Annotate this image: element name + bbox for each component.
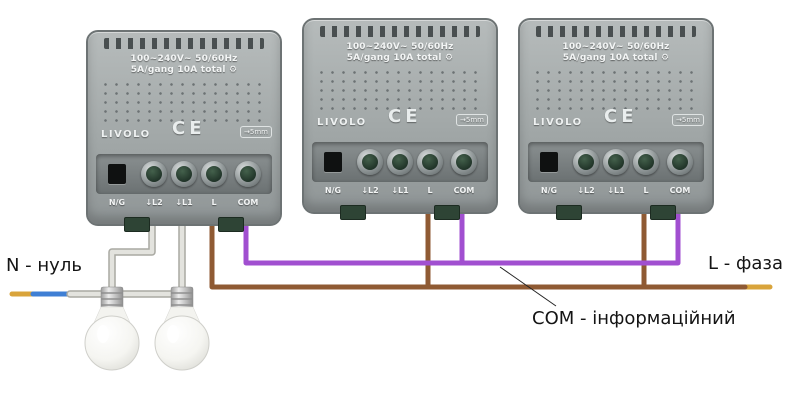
brand-logo: LIVOLO <box>533 117 583 128</box>
ng-slot <box>540 152 558 172</box>
com-label: COM - інформаційний <box>532 308 736 329</box>
phase-wire <box>209 205 748 290</box>
ce-mark: CE <box>172 118 206 139</box>
terminal-screw <box>141 161 167 187</box>
terminal-label: N/G <box>108 198 126 207</box>
mounting-tab <box>650 205 676 220</box>
terminal-label: ↓L1 <box>175 198 193 207</box>
terminal-screw <box>667 149 693 175</box>
terminal-label: ↓L2 <box>145 198 163 207</box>
terminal-screw <box>387 149 413 175</box>
terminal-label: COM <box>669 186 691 195</box>
strip-length-badge: →5mm <box>672 114 704 126</box>
brand-logo: LIVOLO <box>101 129 151 140</box>
terminal-screw <box>417 149 443 175</box>
terminal-labels: N/G ↓L2 ↓L1 L COM <box>96 198 272 212</box>
ng-slot <box>324 152 342 172</box>
terminal-label: ↓L1 <box>391 186 409 195</box>
terminal-label: L <box>427 186 433 195</box>
terminal-label: ↓L2 <box>577 186 595 195</box>
spec-line2: 5A/gang 10A total ⚙ <box>346 53 454 63</box>
spec-line1: 100~240V~ 50/60Hz <box>346 42 454 52</box>
module-spec: 100~240V~ 50/60Hz 5A/gang 10A total ⚙ <box>520 42 712 64</box>
module-spec: 100~240V~ 50/60Hz 5A/gang 10A total ⚙ <box>304 42 496 64</box>
terminal-labels: N/G ↓L2 ↓L1 L COM <box>312 186 488 200</box>
terminal-block <box>96 154 272 194</box>
terminal-label: L <box>211 198 217 207</box>
ventilation-holes <box>532 68 700 110</box>
mounting-tab <box>556 205 582 220</box>
vent-slots <box>320 26 480 37</box>
strip-length-badge: →5mm <box>240 126 272 138</box>
terminal-screw <box>451 149 477 175</box>
terminal-block <box>528 142 704 182</box>
mounting-tab <box>218 217 244 232</box>
spec-line1: 100~240V~ 50/60Hz <box>130 54 238 64</box>
mounting-tab <box>434 205 460 220</box>
ventilation-holes <box>100 80 268 122</box>
terminal-screw <box>573 149 599 175</box>
terminal-label: ↓L2 <box>361 186 379 195</box>
terminal-screw <box>357 149 383 175</box>
spec-line2: 5A/gang 10A total ⚙ <box>562 53 670 63</box>
ce-mark: CE <box>388 106 422 127</box>
module-spec: 100~240V~ 50/60Hz 5A/gang 10A total ⚙ <box>88 54 280 76</box>
terminal-label: N/G <box>540 186 558 195</box>
switch-module-2: 100~240V~ 50/60Hz 5A/gang 10A total ⚙ LI… <box>302 18 498 220</box>
com-pointer-line <box>499 266 557 307</box>
terminal-label: L <box>643 186 649 195</box>
terminal-label: COM <box>237 198 259 207</box>
switch-module-3: 100~240V~ 50/60Hz 5A/gang 10A total ⚙ LI… <box>518 18 714 220</box>
terminal-screw <box>633 149 659 175</box>
switch-module-1: 100~240V~ 50/60Hz 5A/gang 10A total ⚙ LI… <box>86 30 282 232</box>
terminal-labels: N/G ↓L2 ↓L1 L COM <box>528 186 704 200</box>
mounting-tab <box>340 205 366 220</box>
light-bulb <box>154 286 210 371</box>
phase-label: L - фаза <box>708 253 783 274</box>
terminal-block <box>312 142 488 182</box>
spec-line1: 100~240V~ 50/60Hz <box>562 42 670 52</box>
terminal-screw <box>201 161 227 187</box>
vent-slots <box>536 26 696 37</box>
mounting-tab <box>124 217 150 232</box>
terminal-label: ↓L1 <box>607 186 625 195</box>
spec-line2: 5A/gang 10A total ⚙ <box>130 65 238 75</box>
light-bulb <box>84 286 140 371</box>
strip-length-badge: →5mm <box>456 114 488 126</box>
terminal-screw <box>171 161 197 187</box>
ce-mark: CE <box>604 106 638 127</box>
ventilation-holes <box>316 68 484 110</box>
vent-slots <box>104 38 264 49</box>
com-wire <box>243 205 681 266</box>
terminal-label: COM <box>453 186 475 195</box>
terminal-screw <box>603 149 629 175</box>
terminal-label: N/G <box>324 186 342 195</box>
ng-slot <box>108 164 126 184</box>
brand-logo: LIVOLO <box>317 117 367 128</box>
neutral-label: N - нуль <box>6 255 82 276</box>
terminal-screw <box>235 161 261 187</box>
